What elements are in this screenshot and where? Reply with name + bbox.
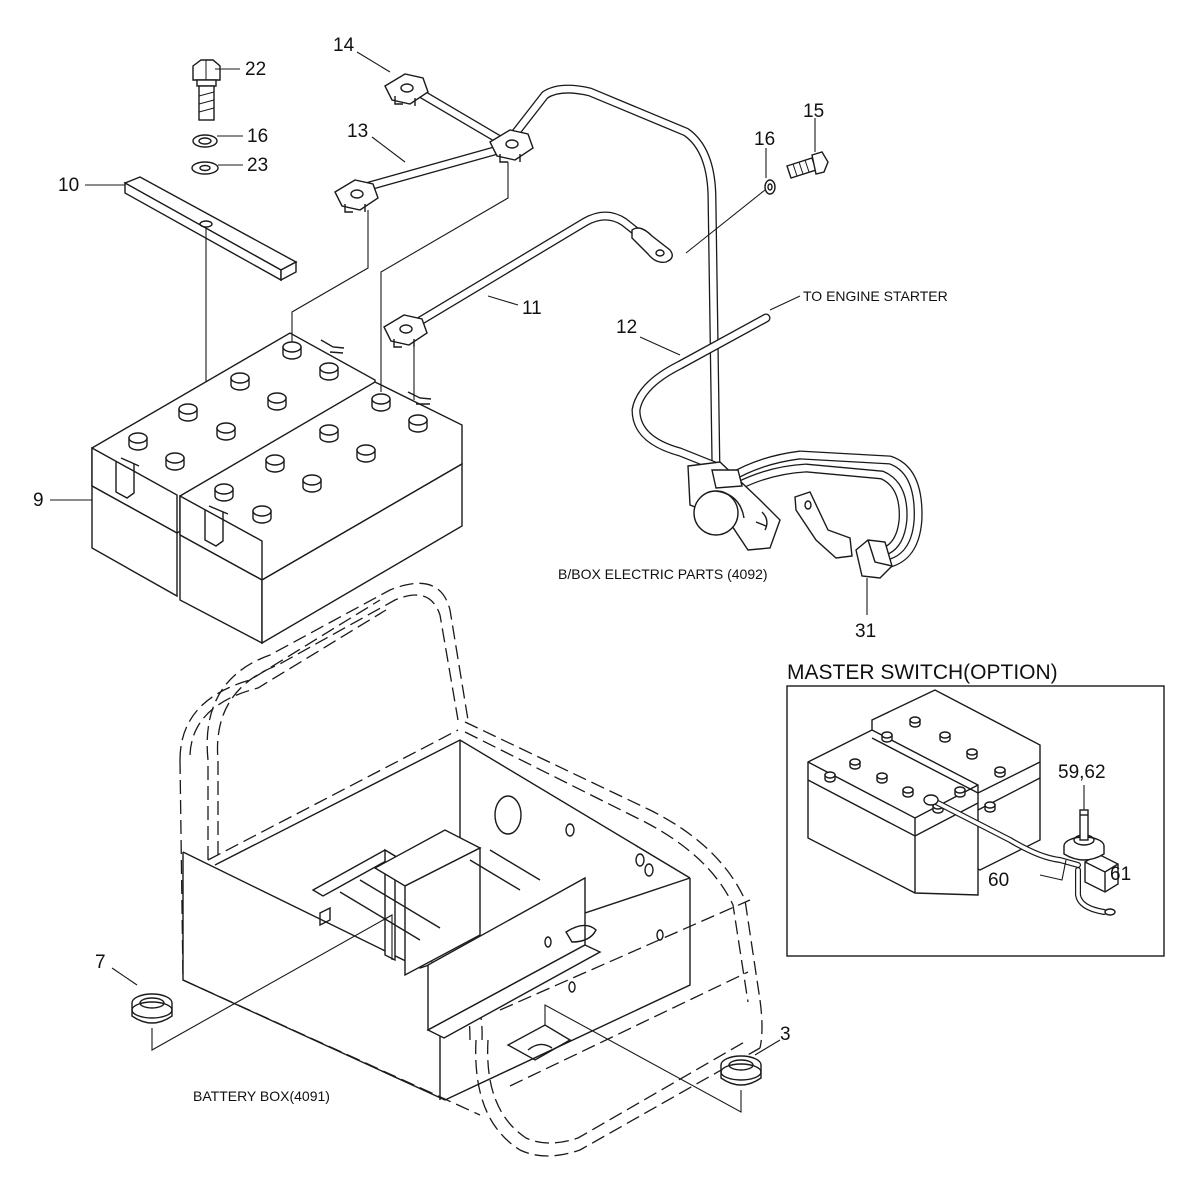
battery-cap	[282, 341, 302, 360]
master-switch-inset	[786, 685, 1165, 957]
battery-box-inner	[182, 739, 691, 1101]
callout-22: 22	[245, 59, 266, 80]
callout-10: 10	[58, 175, 79, 196]
washer-16-right	[764, 179, 776, 195]
battery-cap	[267, 392, 287, 411]
battery-cap	[876, 772, 888, 784]
callout-23: 23	[247, 155, 268, 176]
battery-cap	[939, 731, 951, 743]
callout-60: 60	[988, 870, 1009, 891]
lead-grommet-7	[151, 914, 393, 1051]
battery-cap	[252, 505, 272, 524]
hold-down-bar-10	[123, 176, 298, 282]
battery-main-cable	[505, 84, 721, 475]
cable-11	[405, 211, 673, 332]
terminal-clamp-14	[384, 73, 429, 106]
battery-cap	[319, 424, 339, 443]
lead-bolt-15	[685, 189, 766, 254]
callout-16-upper: 16	[247, 126, 268, 147]
battery-cap	[408, 414, 428, 433]
callout-15: 15	[803, 101, 824, 122]
battery-cap	[824, 771, 836, 783]
battery-cap	[881, 731, 893, 743]
battery-handles	[115, 339, 432, 547]
battery-cap	[319, 362, 339, 381]
inset-title: MASTER SWITCH(OPTION)	[787, 661, 1058, 684]
bolt-22	[192, 59, 221, 121]
grommet-3	[720, 1055, 762, 1086]
battery-cap	[994, 766, 1006, 778]
callout-11: 11	[522, 298, 542, 319]
battery-cap	[214, 483, 234, 502]
battery-cap	[902, 786, 914, 798]
terminal-clamp-13	[334, 179, 379, 213]
caption-engine-starter: TO ENGINE STARTER	[803, 288, 948, 304]
bracket-plate	[794, 491, 853, 559]
battery-cap	[356, 444, 376, 463]
callout-3: 3	[780, 1024, 791, 1045]
battery-cap	[178, 403, 198, 422]
callout-31: 31	[855, 621, 876, 642]
cable-12	[631, 313, 771, 473]
callout-16-right: 16	[754, 129, 775, 150]
washer-23	[191, 161, 219, 175]
battery-cap	[230, 372, 250, 391]
callout-14: 14	[333, 35, 355, 56]
caption-battery-box: BATTERY BOX(4091)	[193, 1088, 330, 1104]
lead-grommet-3	[544, 1004, 742, 1113]
cable-14	[410, 85, 510, 148]
starter-relay	[687, 461, 781, 551]
battery-cap	[128, 432, 148, 451]
callout-9: 9	[33, 490, 44, 511]
terminal-clamp-11	[383, 314, 428, 348]
battery-cap	[909, 716, 921, 728]
bolt-15	[786, 151, 829, 179]
lead-clamp-13-post	[291, 210, 369, 342]
harness-31	[725, 450, 923, 570]
battery-caps	[128, 341, 428, 524]
callout-12: 12	[616, 317, 637, 338]
callout-13: 13	[347, 121, 368, 142]
callout-7: 7	[95, 952, 106, 973]
battery-cap	[265, 454, 285, 473]
cable-13	[350, 143, 510, 195]
callout-61: 61	[1110, 864, 1131, 885]
battery-cap	[302, 474, 322, 493]
callout-59-62: 59,62	[1058, 762, 1106, 783]
caption-bbox-electric: B/BOX ELECTRIC PARTS (4092)	[558, 566, 768, 582]
lead-clamp-13b-post	[380, 162, 509, 392]
battery-cap	[165, 452, 185, 471]
connector-31	[855, 539, 893, 579]
lead-60	[1039, 859, 1067, 881]
battery-cap	[371, 393, 391, 412]
washer-16-upper	[192, 134, 218, 148]
battery-cap	[966, 748, 978, 760]
battery-cap	[984, 801, 996, 813]
callout-leaders	[50, 51, 868, 1056]
battery-cap	[216, 422, 236, 441]
grommet-7	[131, 993, 173, 1024]
terminal-clamp-13-b	[489, 129, 534, 163]
battery-cap	[849, 758, 861, 770]
battery-cap	[954, 786, 966, 798]
